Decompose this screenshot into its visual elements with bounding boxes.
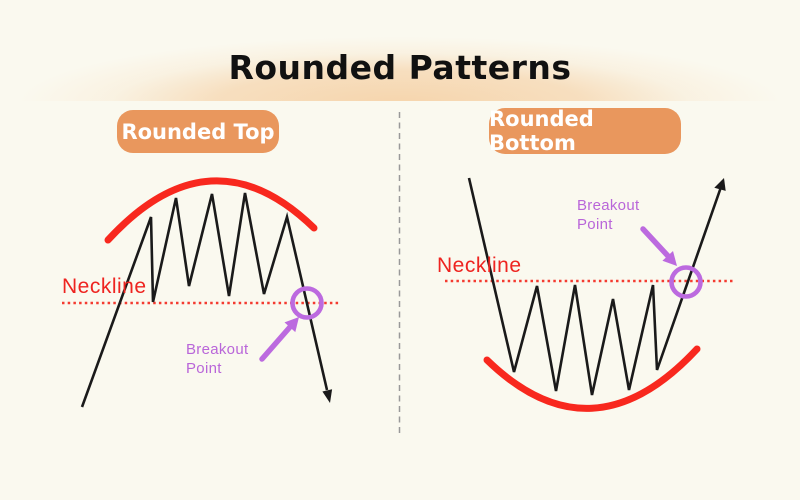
uptrend-arrowhead-icon	[714, 178, 726, 191]
downtrend-arrowhead-icon	[322, 389, 333, 403]
breakout-arrowhead-right-icon	[662, 251, 677, 266]
rounded-top-arc	[104, 177, 318, 244]
price-zigzag-left	[80, 192, 329, 408]
neckline-label-left: Neckline	[62, 275, 147, 298]
rounded-bottom-arc	[483, 345, 701, 412]
breakout-point-label-left: Breakout Point	[186, 341, 249, 377]
badge-rounded-top: Rounded Top	[117, 110, 279, 153]
badge-rounded-bottom: Rounded Bottom	[489, 107, 681, 155]
breakout-point-label-right: Breakout Point	[577, 197, 640, 233]
breakout-circle-right	[669, 265, 703, 299]
page-title: Rounded Patterns	[228, 48, 572, 87]
neckline-label-right: Neckline	[437, 254, 522, 277]
breakout-arrow-left-shaft	[259, 324, 293, 362]
header-glow-band	[0, 0, 800, 101]
breakout-arrowhead-left-icon	[284, 317, 299, 333]
breakout-circle-left	[290, 286, 324, 320]
price-zigzag-right	[467, 177, 723, 396]
breakout-arrow-right-shaft	[640, 226, 671, 259]
